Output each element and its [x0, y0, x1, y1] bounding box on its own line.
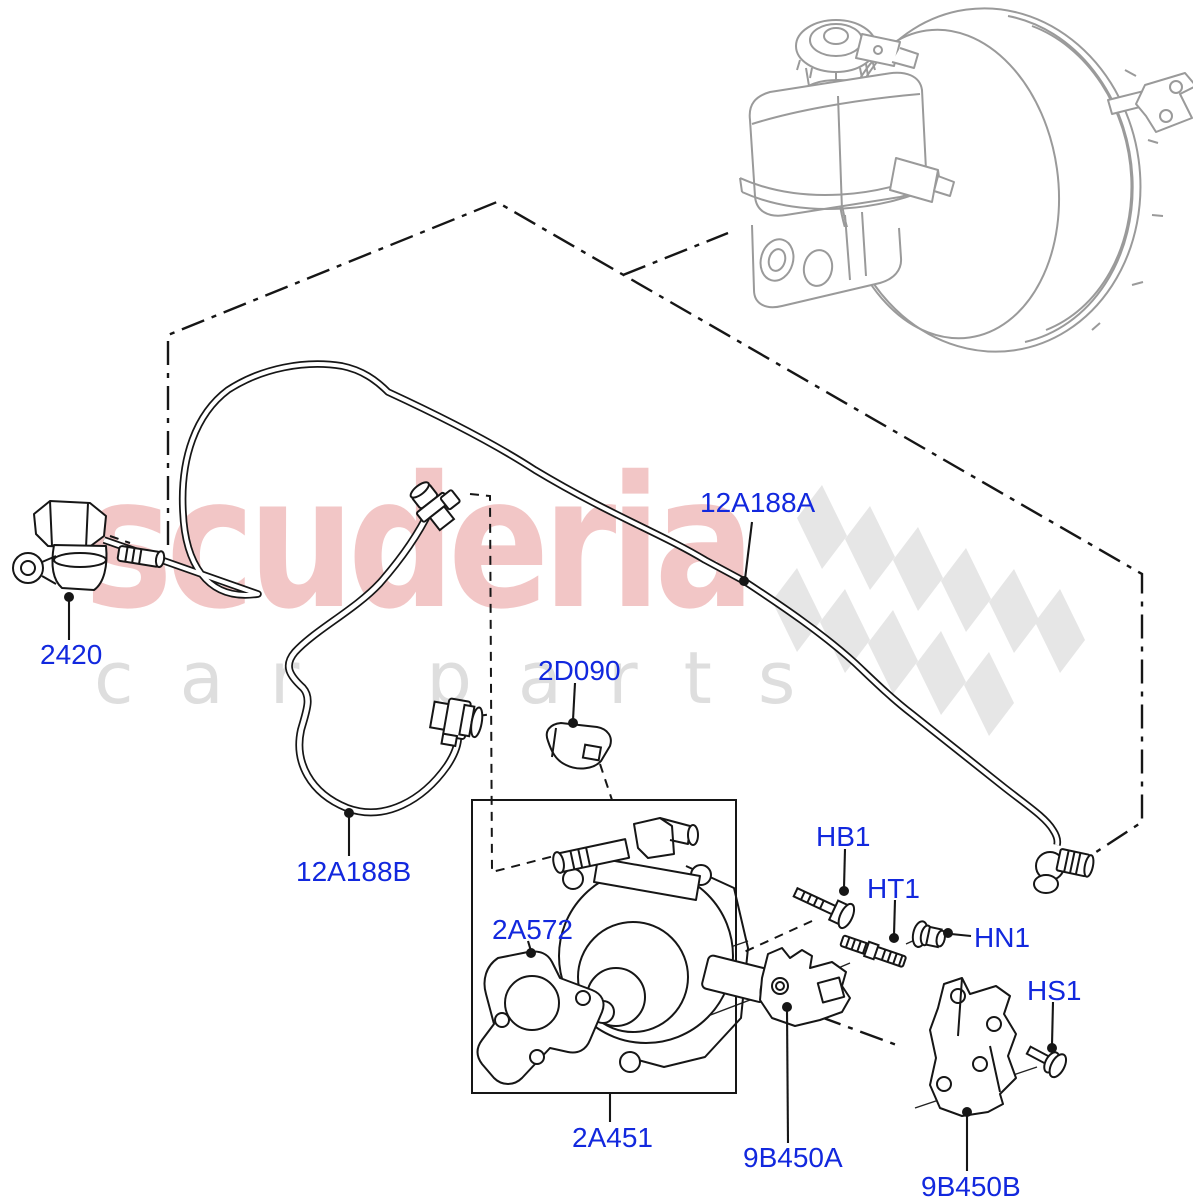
part-label-2A572[interactable]: 2A572	[492, 914, 573, 945]
bracket-9B450A-part	[759, 947, 851, 1027]
quick-connect-fitting-bottom	[428, 697, 484, 748]
part-label-HT1[interactable]: HT1	[867, 873, 920, 904]
vacuum-hose-12A188B	[284, 508, 462, 817]
watermark-brand-text: scuderia	[84, 437, 755, 649]
part-label-HB1[interactable]: HB1	[816, 821, 871, 852]
valve-2420-part	[12, 500, 166, 591]
context-boundary-dashdot	[166, 200, 1144, 1049]
nut-HN1-part	[911, 920, 946, 949]
pump-box-outline	[471, 799, 737, 1094]
part-label-HS1[interactable]: HS1	[1027, 975, 1082, 1006]
part-label-9B450A[interactable]: 9B450A	[743, 1142, 843, 1173]
part-label-12A188A[interactable]: 12A188A	[700, 487, 816, 518]
label-leader-lines	[67, 521, 1055, 1171]
part-label-HN1[interactable]: HN1	[974, 922, 1031, 953]
bracket-9B450B-part	[929, 977, 1017, 1117]
part-label-2A451[interactable]: 2A451	[572, 1122, 653, 1153]
part-label-2420[interactable]: 2420	[40, 639, 103, 670]
label-leader-dots	[64, 576, 1057, 1117]
checkered-flag-watermark	[772, 485, 1085, 736]
part-label-9B450B[interactable]: 9B450B	[921, 1171, 1021, 1200]
stud-HT1-part	[839, 934, 907, 968]
screw-HS1-part	[1025, 1045, 1068, 1079]
bolt-HB1-part	[792, 886, 856, 930]
quick-connect-fitting-top	[409, 481, 461, 532]
watermark-subtext: car parts	[94, 636, 842, 720]
elbow-cap-2D090-part	[545, 721, 612, 770]
part-label-2D090[interactable]: 2D090	[538, 655, 621, 686]
vacuum-hose-12A188A	[102, 360, 1062, 846]
hose-end-elbow-connector	[1033, 848, 1095, 894]
part-label-12A188B[interactable]: 12A188B	[296, 856, 412, 887]
brake-booster-drawing	[739, 7, 1193, 353]
gasket-2A572-part	[476, 950, 605, 1085]
